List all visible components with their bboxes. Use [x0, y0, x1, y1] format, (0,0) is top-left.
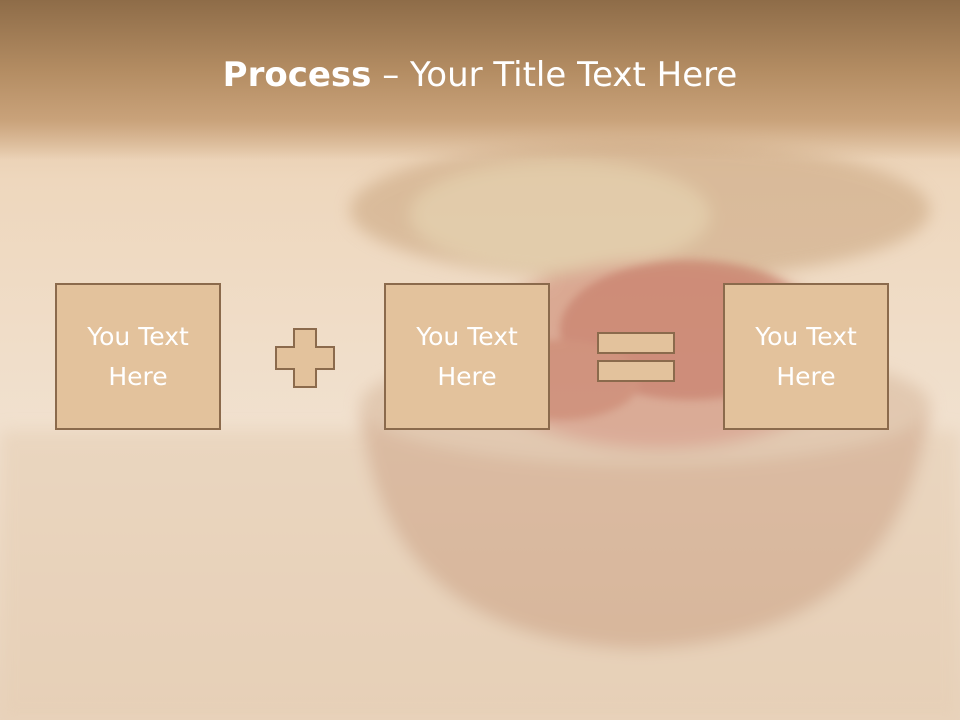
plus-icon: [275, 328, 335, 388]
text-box-1-label: You Text Here: [87, 321, 189, 391]
text-box-3-label: You Text Here: [755, 321, 857, 391]
title-separator: –: [371, 55, 411, 95]
text-box-1[interactable]: You Text Here: [55, 283, 221, 430]
equals-icon: [597, 332, 675, 382]
slide-title: Process – Your Title Text Here: [0, 52, 960, 98]
text-box-3[interactable]: You Text Here: [723, 283, 889, 430]
title-text: Your Title Text Here: [410, 55, 738, 95]
title-bold: Process: [222, 55, 372, 95]
text-box-2-label: You Text Here: [416, 321, 518, 391]
title-band: [0, 0, 960, 160]
text-box-2[interactable]: You Text Here: [384, 283, 550, 430]
